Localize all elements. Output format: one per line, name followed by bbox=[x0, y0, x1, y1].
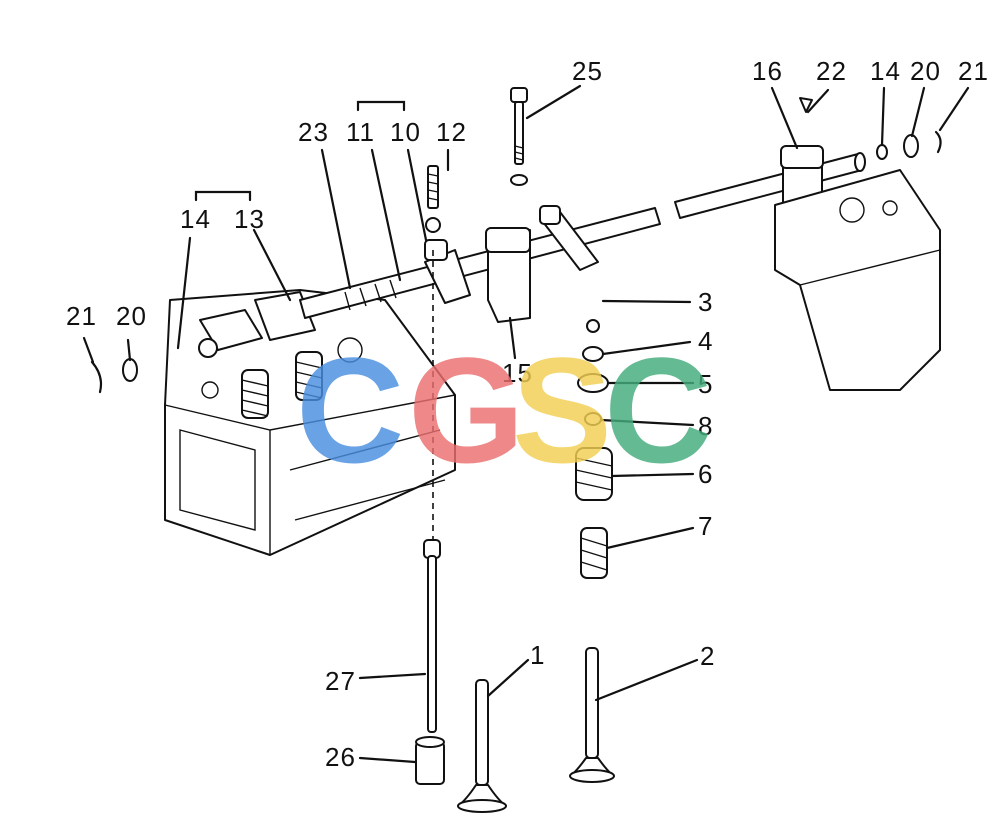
bolt-25 bbox=[510, 87, 528, 186]
label-27: 27 bbox=[325, 666, 356, 696]
label-11: 11 bbox=[346, 117, 375, 147]
label-23: 23 bbox=[298, 117, 329, 147]
watermark-logo: C G S C bbox=[296, 326, 712, 494]
label-6: 6 bbox=[698, 459, 713, 489]
rocker-arm-10-11 bbox=[424, 239, 471, 304]
cylinder-head-right bbox=[774, 169, 941, 391]
rocker-arm-right bbox=[539, 205, 599, 271]
push-rod-27 bbox=[423, 250, 441, 733]
label-26: 26 bbox=[325, 742, 356, 772]
adjust-screw-12 bbox=[425, 165, 441, 233]
label-25: 25 bbox=[572, 56, 603, 86]
label-14-left: 14 bbox=[180, 204, 211, 234]
label-8: 8 bbox=[698, 411, 713, 441]
tappet-26 bbox=[415, 736, 445, 785]
label-20-left: 20 bbox=[116, 301, 147, 331]
label-14-right: 14 bbox=[870, 56, 901, 86]
cylinder-head bbox=[164, 289, 456, 556]
label-15: 15 bbox=[502, 358, 533, 388]
label-21-right: 21 bbox=[958, 56, 989, 86]
head-valve-springs bbox=[241, 351, 323, 419]
rocker-bracket-15 bbox=[485, 227, 531, 323]
label-13: 13 bbox=[234, 204, 265, 234]
label-21-left: 21 bbox=[66, 301, 97, 331]
watermark-letter-c1: C bbox=[296, 326, 404, 494]
label-4: 4 bbox=[698, 326, 713, 356]
label-3: 3 bbox=[698, 287, 713, 317]
left-small-parts bbox=[90, 358, 138, 394]
leader-lines bbox=[82, 84, 970, 764]
label-7: 7 bbox=[698, 511, 713, 541]
watermark-letter-s: S bbox=[512, 326, 612, 494]
left-rocker-arms bbox=[198, 291, 316, 358]
label-12: 12 bbox=[436, 117, 467, 147]
label-10: 10 bbox=[390, 117, 421, 147]
label-2: 2 bbox=[700, 641, 715, 671]
watermark-letter-c2: C bbox=[604, 326, 712, 494]
valve-1 bbox=[457, 679, 507, 813]
label-16: 16 bbox=[752, 56, 783, 86]
right-small-parts bbox=[799, 97, 942, 160]
label-1: 1 bbox=[530, 640, 545, 670]
label-20-right: 20 bbox=[910, 56, 941, 86]
valve-2 bbox=[569, 647, 615, 783]
label-22: 22 bbox=[816, 56, 847, 86]
label-5: 5 bbox=[698, 369, 713, 399]
watermark-letter-g: G bbox=[408, 326, 525, 494]
